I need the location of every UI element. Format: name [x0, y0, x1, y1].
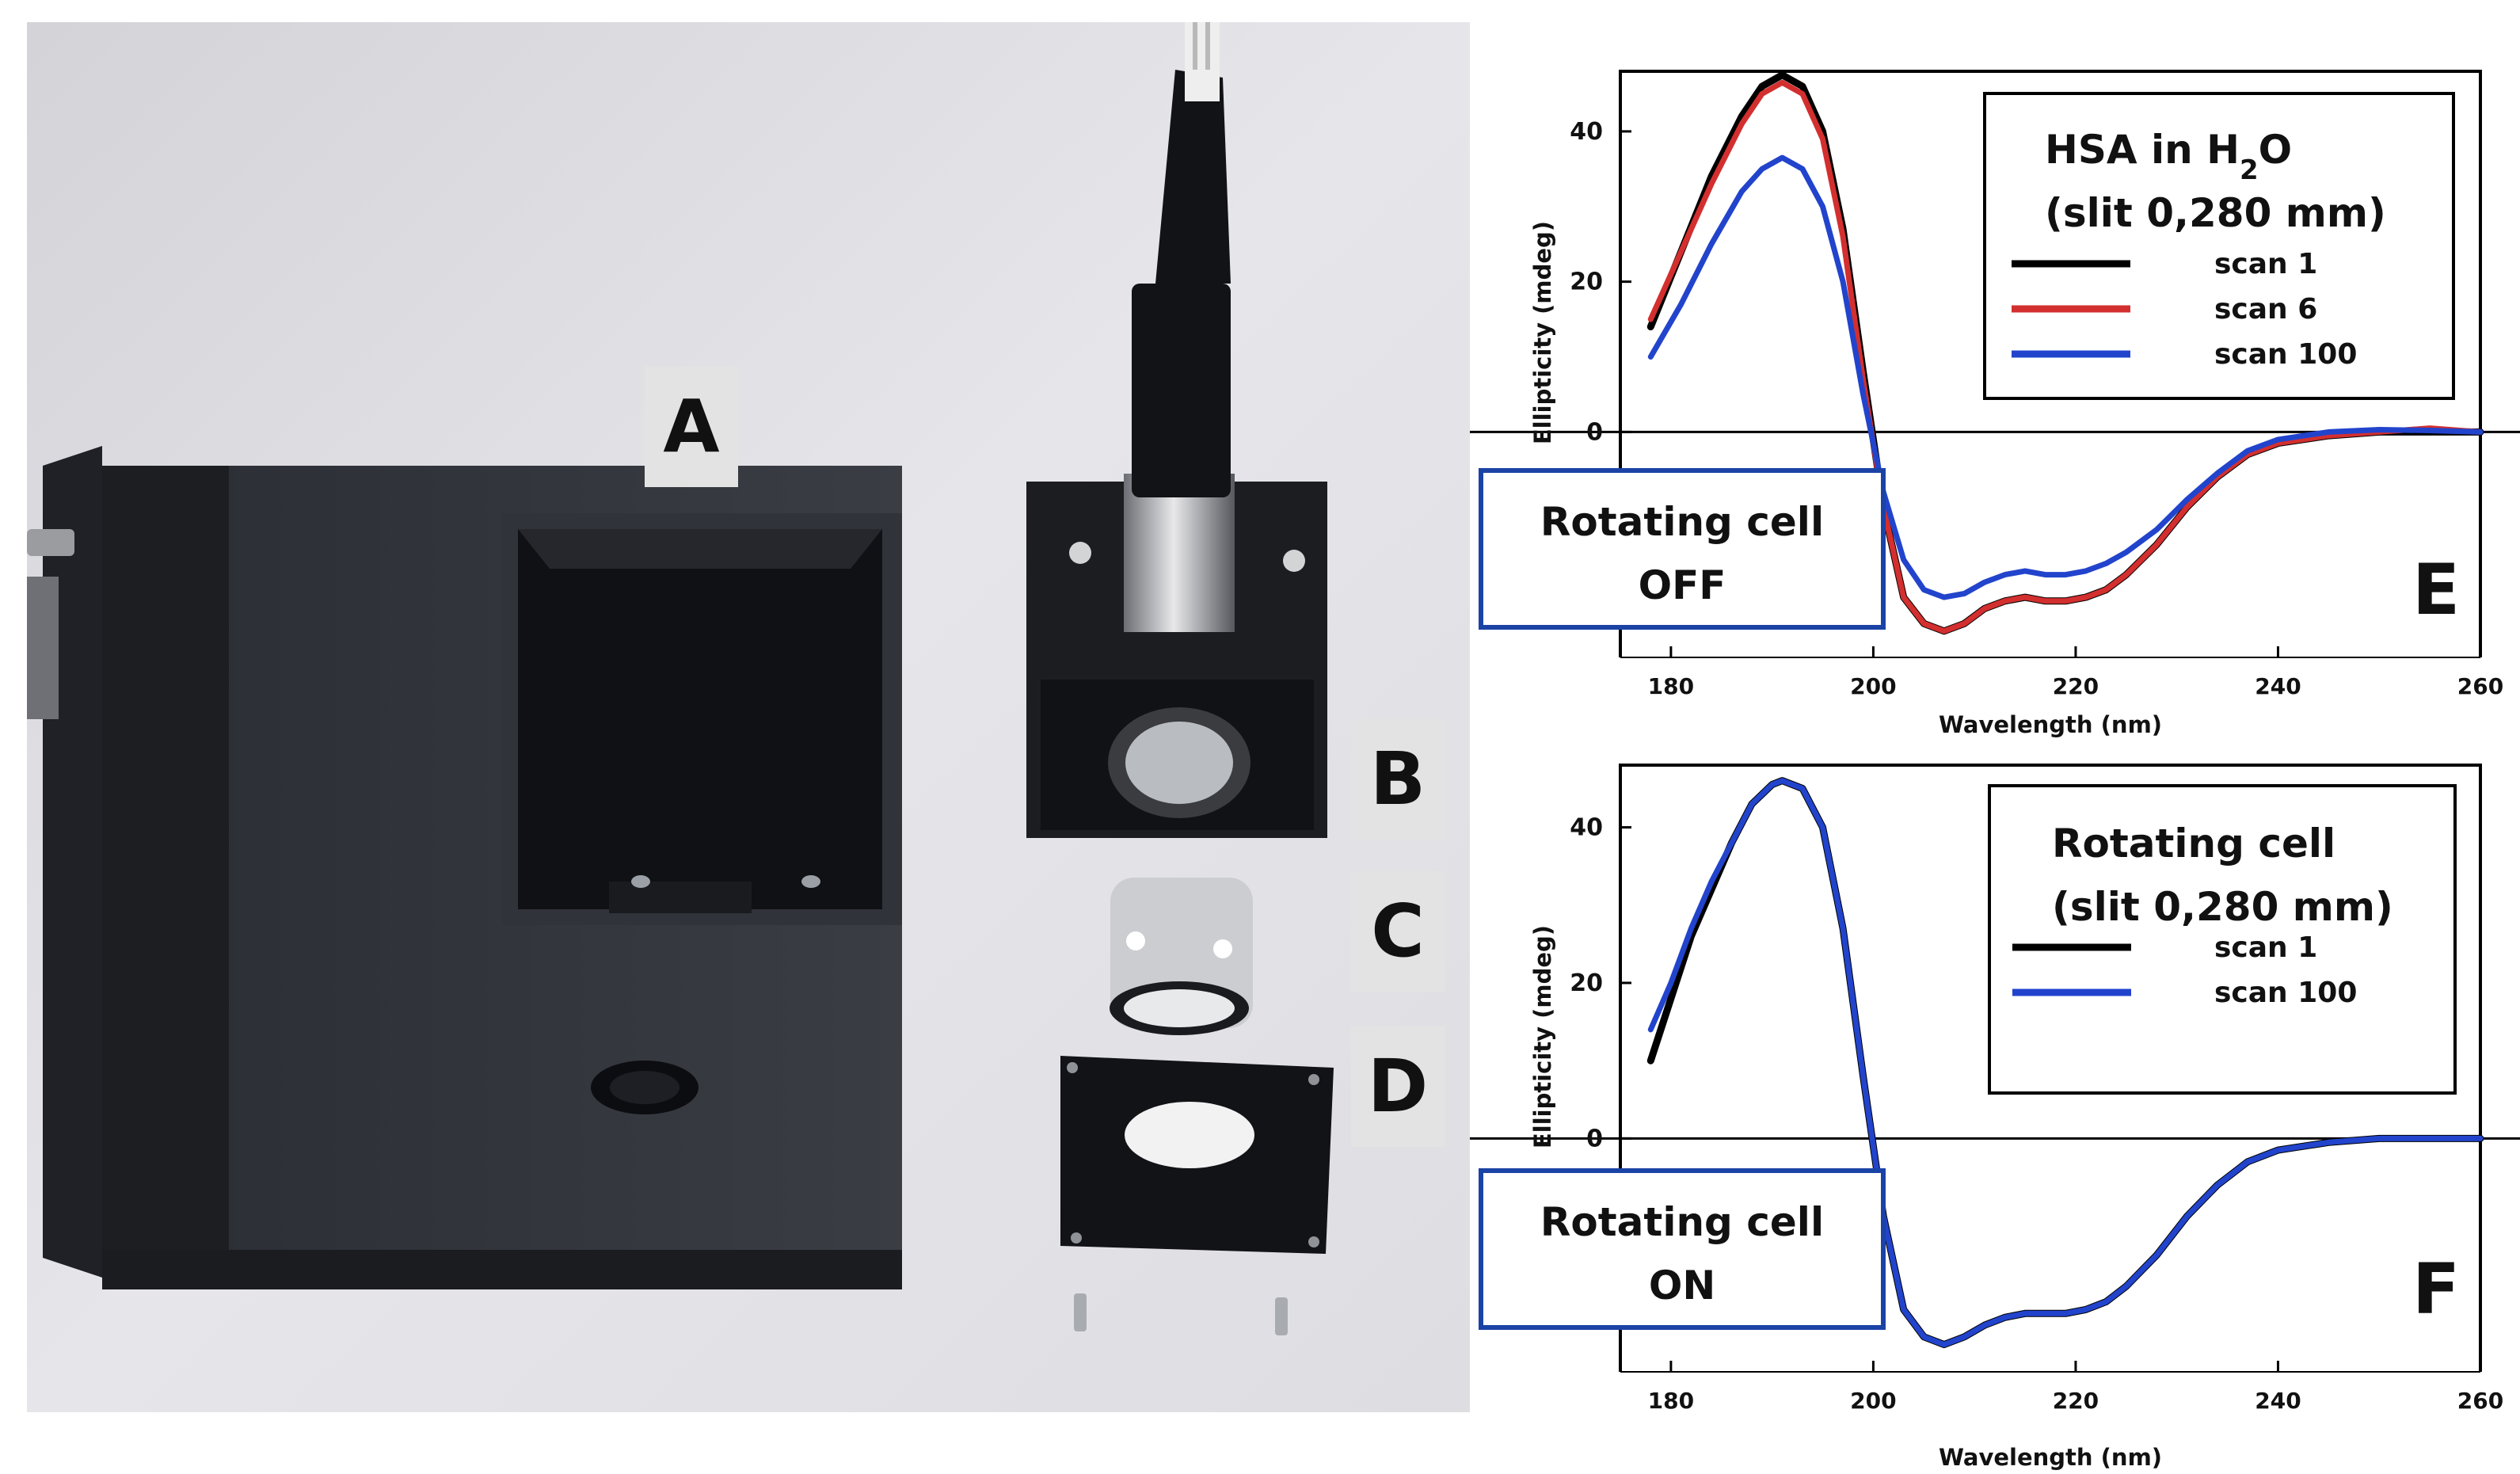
chart-e-legend-title-sub: 2	[2240, 154, 2259, 186]
screws	[1074, 1293, 1288, 1335]
chart-e-svg: 180 200 220 240 260 0 20 40 Wavelength (nm) Ell…	[1470, 70, 2520, 738]
chart-f-legend-entries: scan 1 scan 100	[2012, 931, 2357, 1009]
chart-e-x-tick-label: 220	[2053, 673, 2099, 699]
photo-label-b: B	[1351, 719, 1445, 840]
chart-f-legend-title-line1: Rotating cell	[2052, 821, 2335, 866]
chart-f-legend-label: scan 100	[2214, 977, 2357, 1009]
chart-e-xlabel: Wavelength (nm)	[1939, 711, 2162, 738]
chart-e-status-title: Rotating cell	[1540, 499, 1824, 545]
photo-label-c: C	[1351, 871, 1445, 992]
chart-f-legend-label: scan 1	[2214, 931, 2317, 964]
chart-f-ylabel: Ellipticity (mdeg)	[1529, 925, 1556, 1148]
chart-e-legend-entries: scan 1 scan 6 scan 100	[2012, 248, 2357, 371]
chart-f-status-state: ON	[1649, 1263, 1715, 1308]
chart-f-y-tick-label: 40	[1570, 814, 1603, 842]
chart-f-status-title: Rotating cell	[1540, 1199, 1824, 1245]
chart-e-legend-box	[1983, 92, 2455, 400]
chart-e-legend-label: scan 1	[2214, 248, 2317, 280]
chart-e-series-scan-100	[1647, 154, 2484, 600]
chart-e-legend-label: scan 6	[2214, 293, 2317, 326]
chart-e-status-box	[1479, 468, 1886, 630]
chart-e-legend-title-line2: (slit 0,280 mm)	[2045, 190, 2386, 236]
chart-f-legend-title-main: Rotating cell	[2052, 821, 2335, 866]
chart-e-series	[1646, 71, 2484, 635]
chart-e-x-tick-label: 180	[1648, 673, 1694, 699]
apparatus-photo: A B C D	[27, 22, 1470, 1412]
chart-e-legend-label: scan 100	[2214, 338, 2357, 371]
chart-e-y-tick-label: 20	[1570, 269, 1603, 296]
cell-housing-a	[27, 446, 902, 1289]
chart-f-y-tick-label: 0	[1586, 1125, 1603, 1152]
chart-e-panel-letter: E	[2412, 549, 2460, 630]
chart-e-x-tick-label: 260	[2457, 673, 2503, 699]
chart-f-series-scan-100	[1647, 778, 2484, 1348]
chart-f-x-tick-label: 240	[2255, 1388, 2301, 1414]
chart-f-xlabel: Wavelength (nm)	[1939, 1444, 2162, 1471]
chart-e-legend-title-line1: HSA in H2O	[2045, 127, 2292, 186]
chart-e-y-tick-label: 40	[1570, 118, 1603, 146]
chart-f-x-tick-label: 180	[1648, 1388, 1694, 1414]
chart-f-x-tick-label: 200	[1850, 1388, 1896, 1414]
cuvette-c	[1110, 878, 1253, 1035]
chart-e-series-scan-6	[1647, 79, 2484, 634]
chart-f-panel-letter: F	[2412, 1248, 2460, 1330]
chart-f-status-box	[1479, 1168, 1886, 1330]
chart-e-ylabel: Ellipticity (mdeg)	[1529, 221, 1556, 444]
chart-e-legend-title-tail: O	[2259, 127, 2293, 173]
photo-illustration	[27, 22, 1470, 1412]
chart-e-frame	[1619, 70, 2482, 657]
chart-e-x-tick-label: 240	[2255, 673, 2301, 699]
photo-label-a: A	[645, 367, 738, 487]
chart-f-svg: 180 200 220 240 260 0 20 40 Wavelength (nm) Ell…	[1470, 764, 2520, 1471]
chart-e: 180 200 220 240 260 0 20 40 Wavelength (nm) Ell…	[1470, 0, 2520, 760]
chart-f-series	[1646, 777, 2484, 1349]
photo-label-d: D	[1351, 1026, 1445, 1147]
chart-e-y-tick-label: 0	[1586, 418, 1603, 446]
plate-d	[1060, 1056, 1334, 1254]
chart-f-x-tick-label: 260	[2457, 1388, 2503, 1414]
chart-f-y-tick-label: 20	[1570, 969, 1603, 997]
chart-f-frame	[1619, 764, 2482, 1372]
chart-f: 180 200 220 240 260 0 20 40 Wavelength (nm) Ell…	[1470, 760, 2520, 1474]
chart-e-status-state: OFF	[1639, 562, 1726, 608]
chart-f-legend-title-line2: (slit 0,280 mm)	[2052, 884, 2393, 930]
cell-holder-b	[1026, 22, 1327, 838]
chart-f-x-tick-label: 220	[2053, 1388, 2099, 1414]
chart-e-legend-title-main: HSA in H	[2045, 127, 2240, 173]
chart-f-legend-box	[1988, 784, 2457, 1095]
chart-e-x-tick-label: 200	[1850, 673, 1896, 699]
